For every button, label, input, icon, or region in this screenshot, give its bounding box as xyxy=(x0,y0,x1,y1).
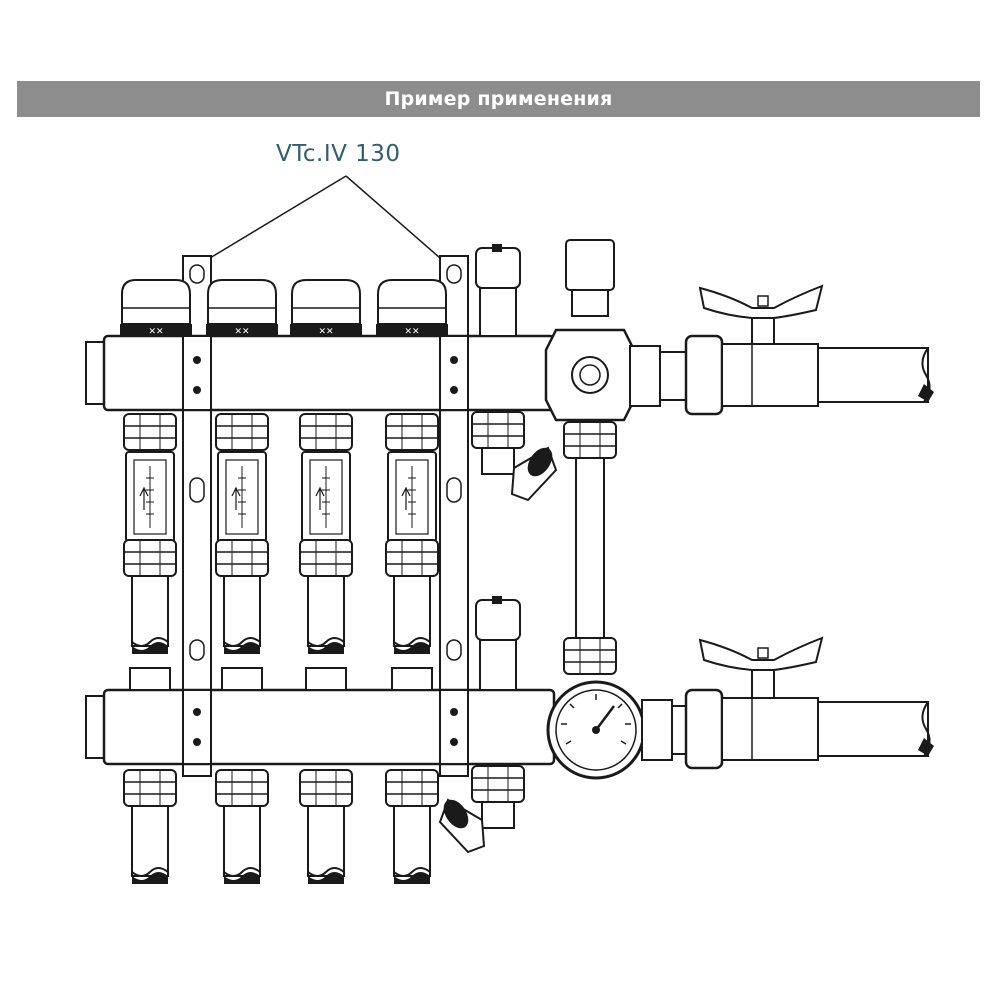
loop-pipes-upper xyxy=(131,575,431,655)
bracket-clamps xyxy=(182,335,469,765)
connection-fittings xyxy=(629,345,689,761)
callout-leader-lines xyxy=(209,175,441,259)
pressure-gauge xyxy=(546,680,646,780)
return-inlet-nuts xyxy=(129,667,433,691)
bypass-valve-assembly xyxy=(544,239,636,459)
flowmeter-units xyxy=(123,413,439,577)
return-outlet-fittings xyxy=(123,769,439,885)
drain-valve-top xyxy=(471,411,558,502)
ball-valve-return xyxy=(684,636,824,770)
thermostatic-valve-caps xyxy=(119,279,449,338)
bypass-pipe xyxy=(563,457,617,675)
drain-valve-bottom xyxy=(438,765,525,854)
return-manifold-bar xyxy=(85,688,556,766)
section-header-banner: Пример применения xyxy=(17,81,980,117)
automatic-air-vent-bottom xyxy=(475,596,521,691)
model-callout-label: VTc.IV 130 xyxy=(276,141,401,167)
automatic-air-vent-top xyxy=(475,244,521,337)
section-title: Пример применения xyxy=(384,88,613,110)
ball-valve-supply xyxy=(684,284,824,416)
supply-manifold-bar xyxy=(85,334,556,412)
main-pipes xyxy=(817,347,934,757)
